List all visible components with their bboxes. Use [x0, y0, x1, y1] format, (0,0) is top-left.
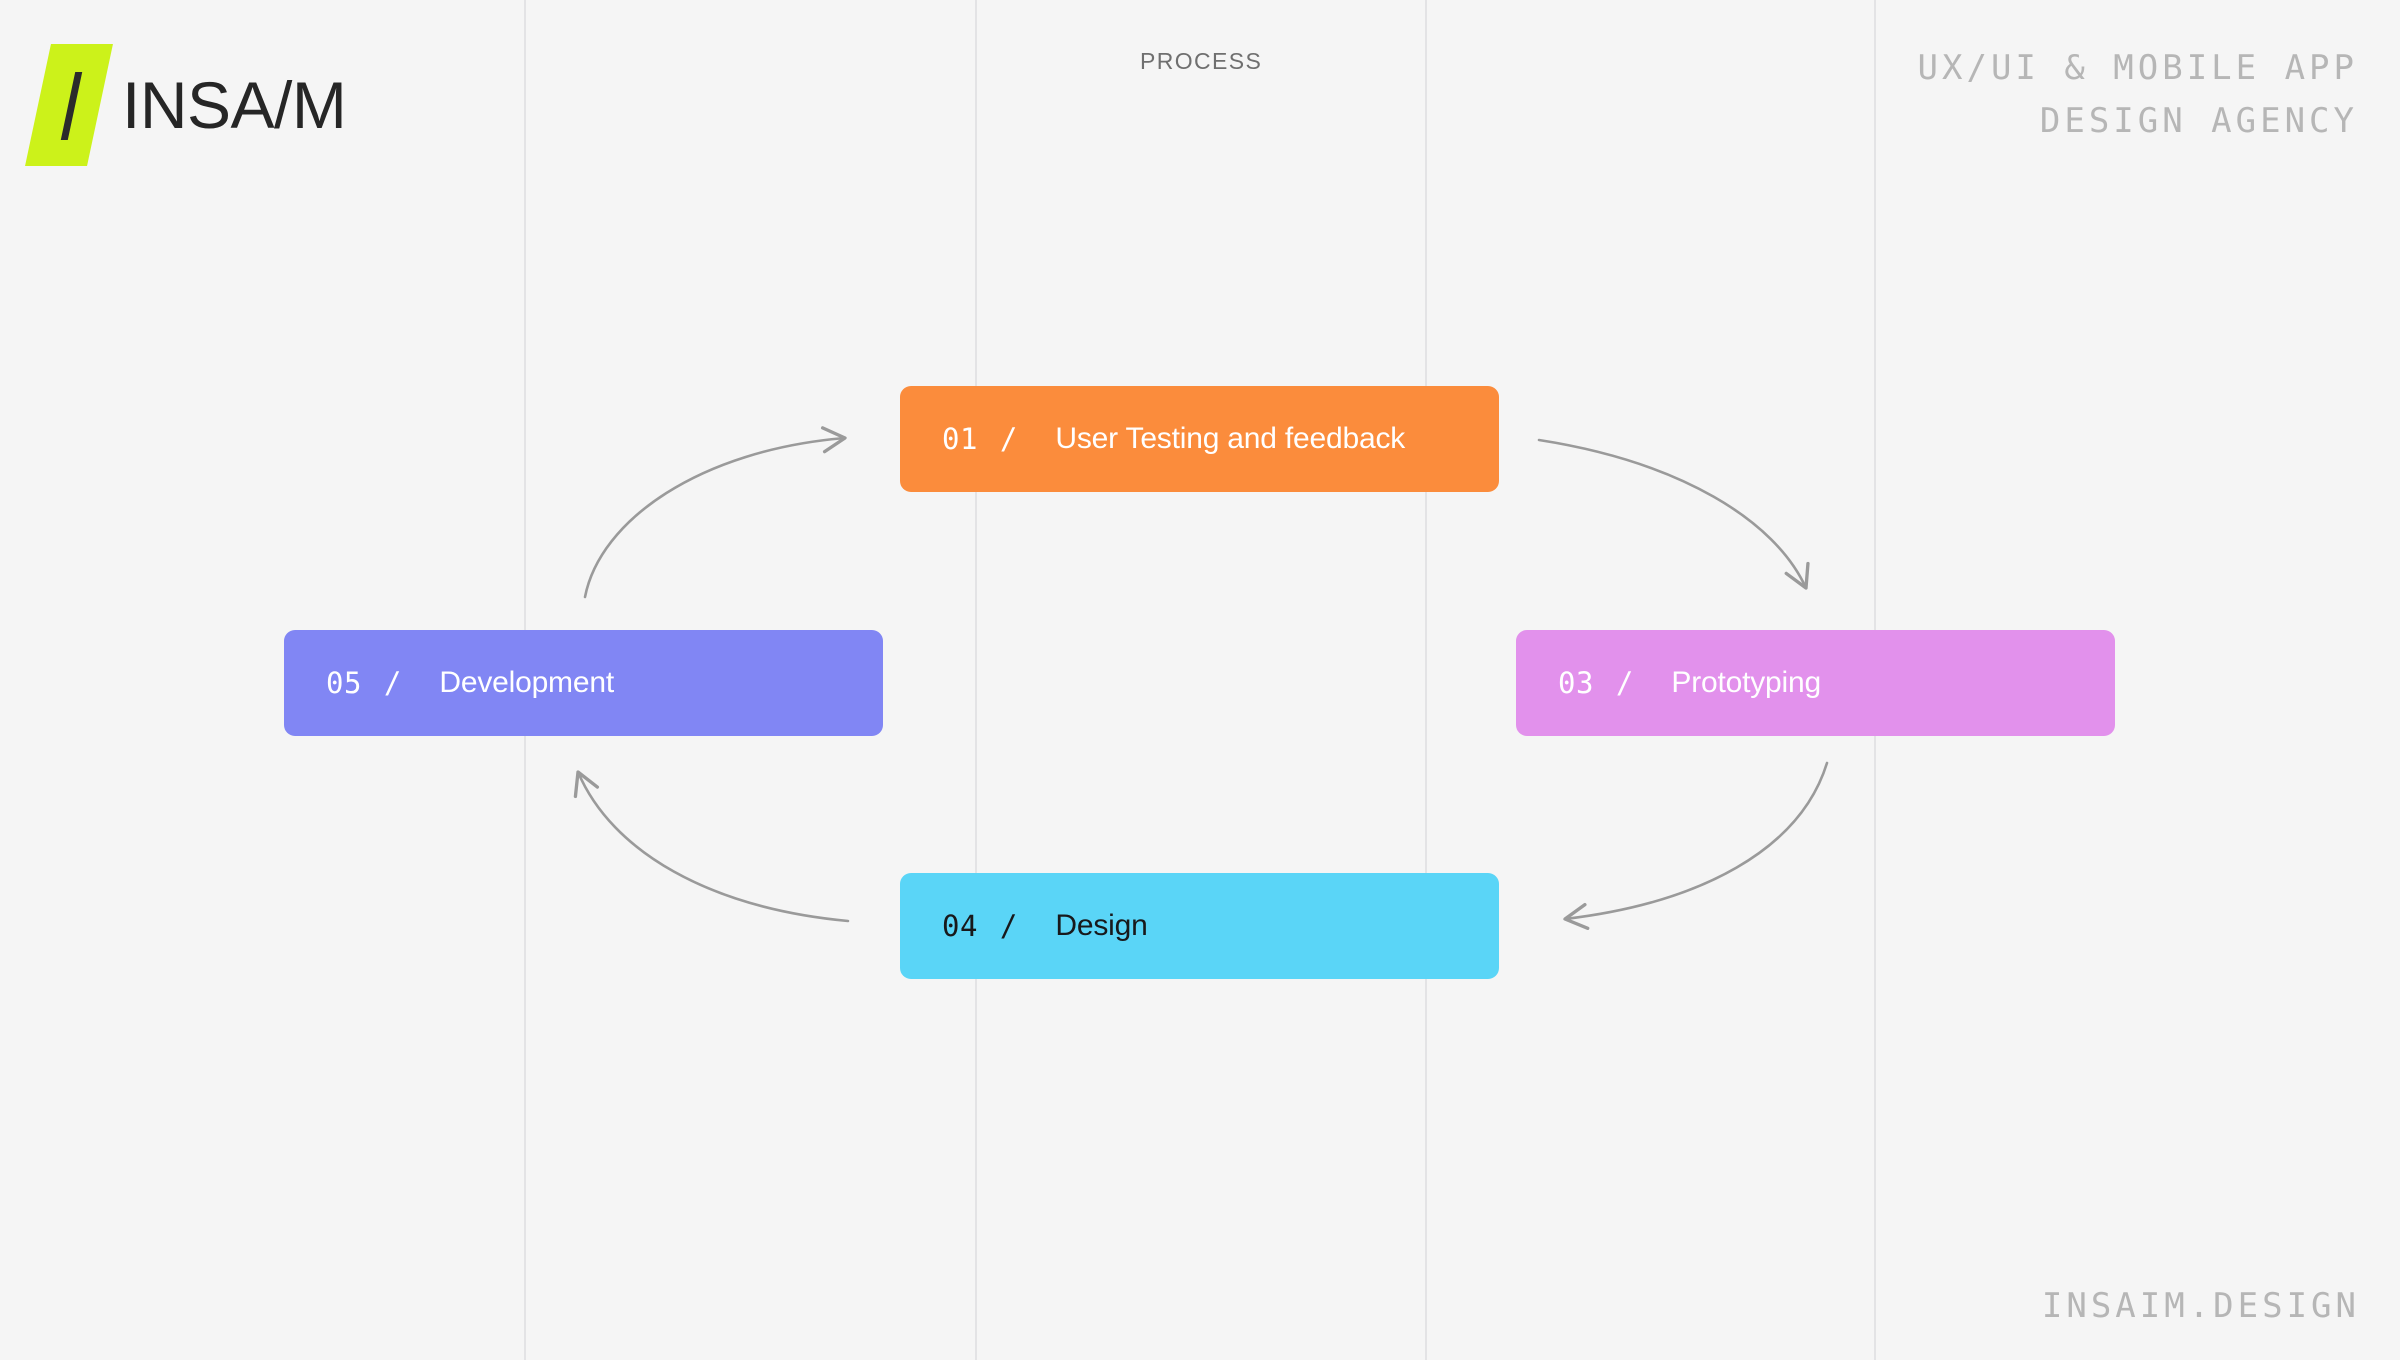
step-separator: / [999, 909, 1018, 943]
step-separator: / [383, 666, 402, 700]
step-number: 04 [942, 909, 978, 943]
arrow-01-to-03 [1537, 438, 1810, 590]
tagline-line-1: UX/UI & MOBILE APP [1917, 48, 2358, 88]
step-separator: / [1615, 666, 1634, 700]
step-title: Prototyping [1671, 666, 1821, 699]
logo-mark-icon [25, 44, 113, 166]
arrow-04-to-05 [573, 770, 850, 923]
step-card-01[interactable]: 01 / User Testing and feedback [900, 386, 1499, 492]
step-number: 03 [1558, 666, 1594, 700]
arrow-03-to-04 [1563, 761, 1829, 930]
grid-line-3 [1425, 0, 1427, 1360]
step-separator: / [999, 422, 1018, 456]
tagline-line-2: DESIGN AGENCY [2039, 100, 2358, 141]
arrow-05-to-01 [583, 426, 847, 599]
step-card-03[interactable]: 03 / Prototyping [1516, 630, 2115, 736]
brand-logo[interactable]: INSA/M [25, 44, 347, 166]
brand-wordmark: INSA/M [122, 68, 347, 142]
step-card-04[interactable]: 04 / Design [900, 873, 1499, 979]
step-number: 05 [326, 666, 362, 700]
grid-line-2 [975, 0, 977, 1360]
step-title: Development [439, 666, 614, 699]
step-card-05[interactable]: 05 / Development [284, 630, 883, 736]
step-title: Design [1055, 909, 1148, 942]
step-title: User Testing and feedback [1055, 422, 1406, 455]
footer-website: INSAIM.DESIGN [2041, 1286, 2360, 1326]
step-number: 01 [942, 422, 978, 456]
agency-tagline: UX/UI & MOBILE APP DESIGN AGENCY [1918, 42, 2358, 147]
section-label: PROCESS [1140, 48, 1263, 74]
